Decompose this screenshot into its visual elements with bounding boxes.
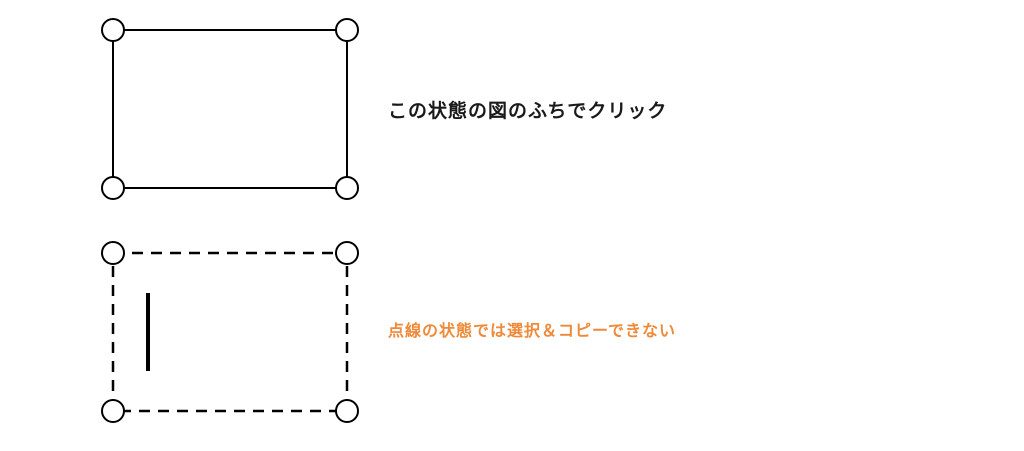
resize-handle-bottom-left[interactable] [101,176,125,200]
resize-handle-top-left[interactable] [101,241,125,265]
selected-state-instruction: この状態の図のふちでクリック [388,100,668,122]
resize-handle-bottom-left[interactable] [101,399,125,423]
resize-handle-top-left[interactable] [101,18,125,42]
editing-state-instruction: 点線の状態では選択＆コピーできない [388,321,677,340]
selected-shape[interactable] [101,18,359,200]
resize-handle-top-right[interactable] [335,18,359,42]
editing-shape-border[interactable] [111,251,349,413]
selected-shape-border[interactable] [112,29,348,189]
editing-shape[interactable] [101,241,359,423]
resize-handle-bottom-right[interactable] [335,399,359,423]
resize-handle-bottom-right[interactable] [335,176,359,200]
resize-handle-top-right[interactable] [335,241,359,265]
